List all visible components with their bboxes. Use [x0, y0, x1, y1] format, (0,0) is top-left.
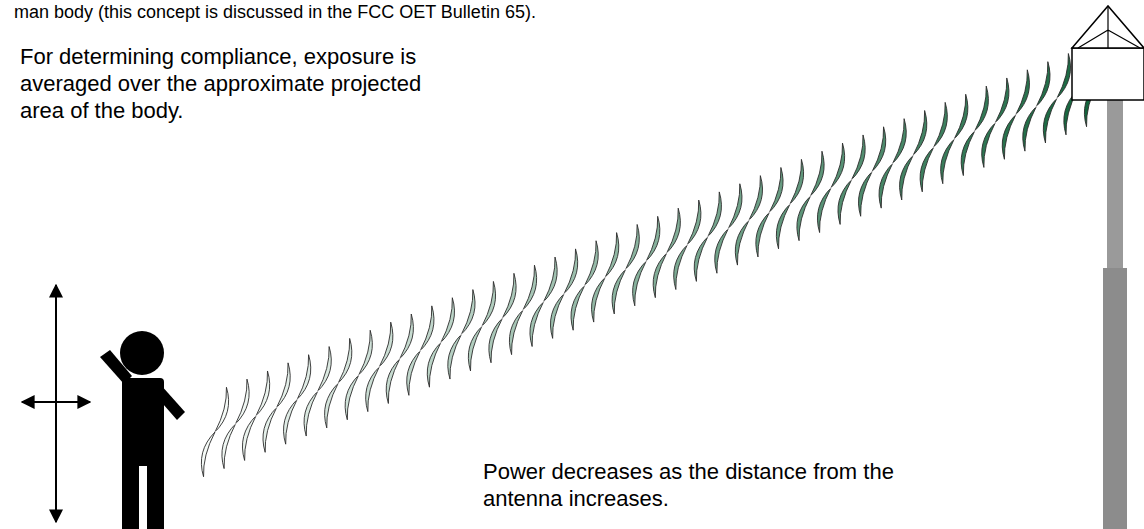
wave-beam: [191, 37, 1123, 476]
movement-arrows: [22, 285, 90, 522]
person-figure: [100, 331, 185, 529]
antenna-tower: [1072, 6, 1144, 529]
compliance-note: For determining compliance, exposure is …: [20, 43, 450, 124]
header-fragment: man body (this concept is discussed in t…: [14, 2, 714, 22]
power-note: Power decreases as the distance from the…: [483, 458, 913, 512]
